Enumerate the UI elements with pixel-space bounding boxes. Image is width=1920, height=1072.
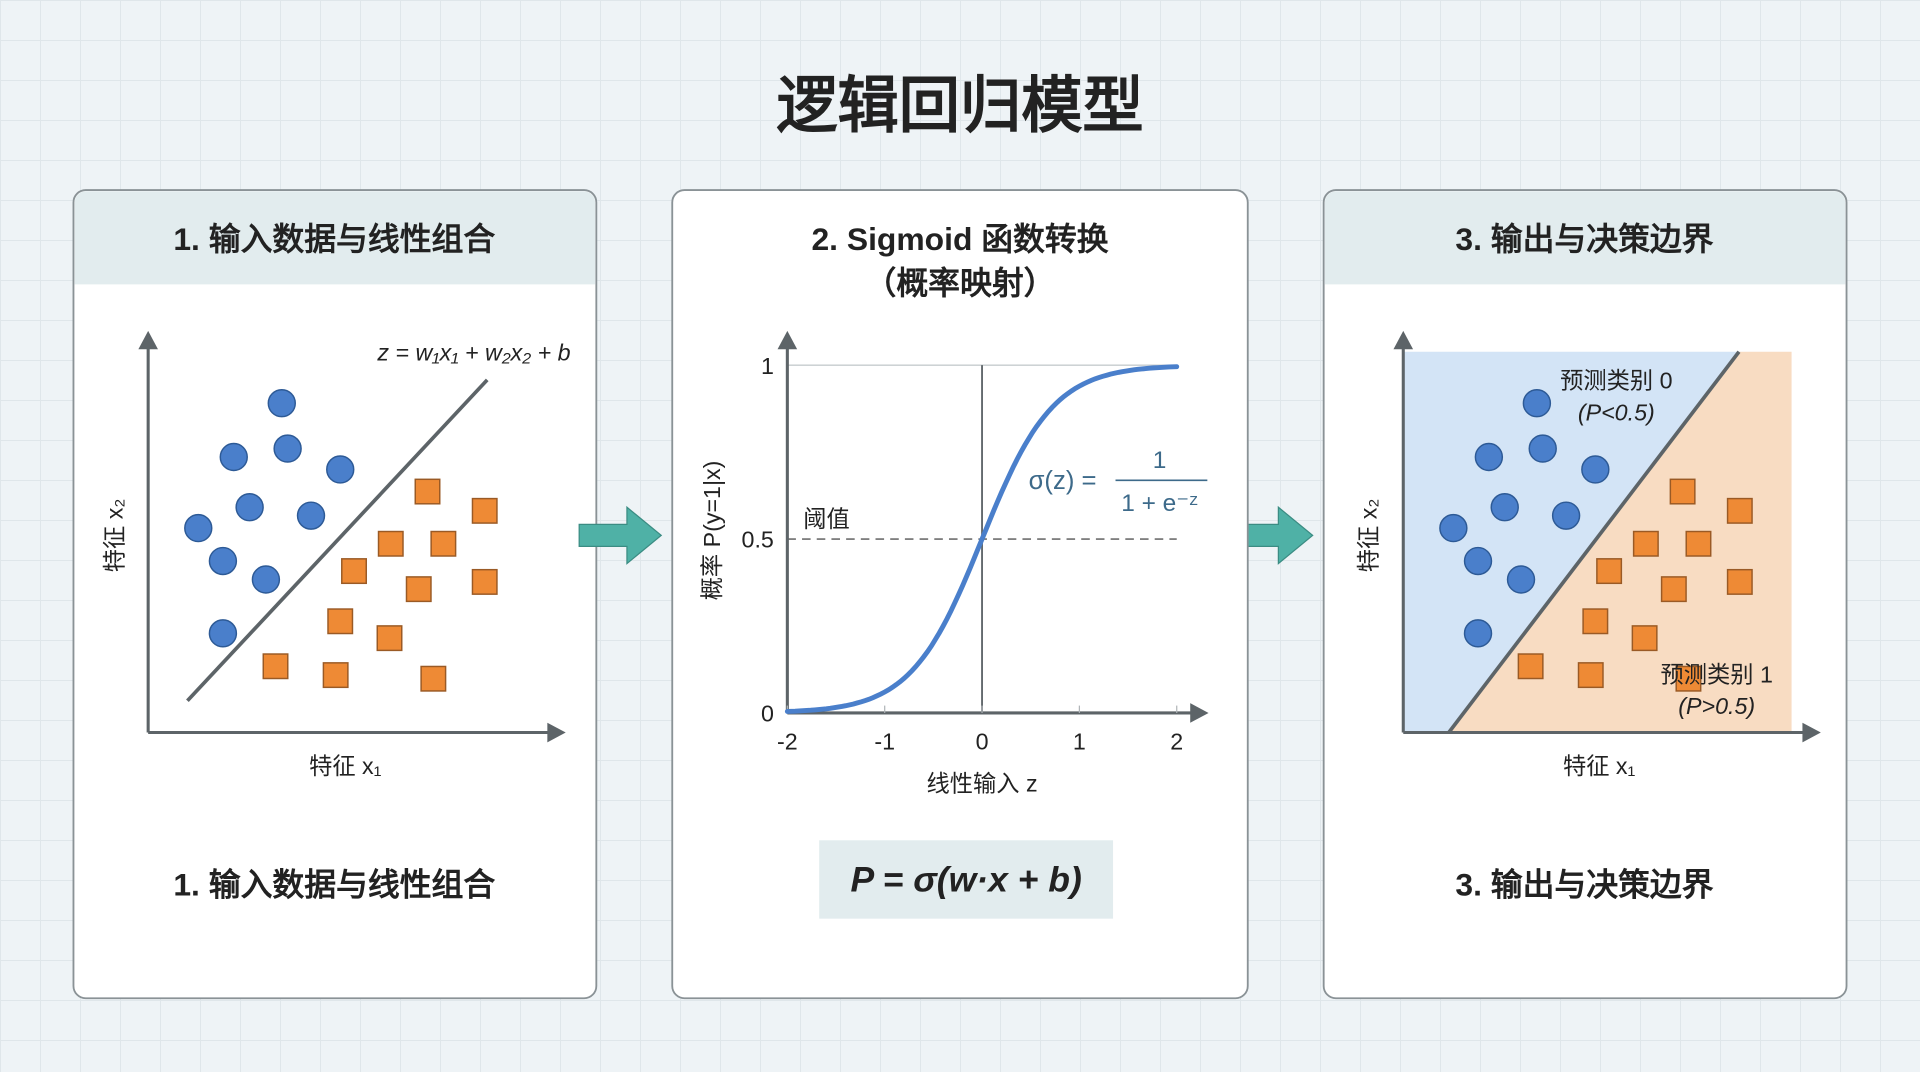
class0-point — [208, 619, 238, 648]
class1-point — [1631, 625, 1658, 652]
y-axis-label: 概率 P(y=1|x) — [699, 461, 725, 601]
threshold-label: 阈值 — [803, 506, 850, 532]
class1-condition: (P>0.5) — [1678, 693, 1755, 719]
x-tick-label: 2 — [1170, 729, 1183, 755]
y-axis-arrow-icon — [777, 330, 798, 350]
x-tick-label: 1 — [1073, 729, 1086, 755]
class0-point — [1522, 388, 1552, 418]
sigma-formula-denominator: 1 + e⁻ᶻ — [1121, 490, 1198, 517]
sigmoid-curve — [784, 364, 1180, 714]
x-axis-label: 特征 x₁ — [309, 753, 382, 779]
class0-point — [184, 513, 213, 543]
linear-equation: z = w₁x₁ + w₂x₂ + b — [376, 339, 570, 365]
panel-header: 3. 输出与决策边界 — [1455, 221, 1713, 257]
class0-point — [219, 442, 248, 472]
y-axis-arrow-icon — [1393, 330, 1414, 350]
class1-point — [414, 478, 441, 505]
x-axis-label: 线性输入 z — [926, 770, 1037, 796]
sigmoid-chart: -2 -1 0 1 2 0 0.5 1 — [742, 330, 1209, 755]
x-tick-label: -1 — [874, 729, 895, 755]
panel-caption: 3. 输出与决策边界 — [1455, 866, 1713, 902]
class1-point — [1577, 662, 1604, 689]
y-tick-label: 1 — [761, 353, 774, 379]
class0-point — [1551, 501, 1581, 530]
page-title: 逻辑回归模型 — [776, 71, 1143, 139]
class1-point — [471, 497, 498, 524]
class0-point — [1439, 513, 1468, 543]
panel-header-bg — [1324, 191, 1846, 285]
class0-point — [1463, 546, 1493, 576]
class0-point — [1490, 493, 1519, 522]
class0-point — [326, 455, 355, 484]
class1-point — [1596, 558, 1623, 585]
panel-caption: 1. 输入数据与线性组合 — [173, 866, 495, 902]
class1-point — [376, 625, 403, 652]
x-axis-arrow-icon — [1802, 722, 1821, 743]
panel-header-bg — [74, 191, 596, 285]
class1-point — [1685, 530, 1712, 557]
sigma-formula-numerator: 1 — [1153, 447, 1167, 474]
formula-box — [819, 840, 1114, 919]
class1-point — [262, 653, 289, 680]
class1-point — [430, 530, 457, 557]
logistic-formula: P = σ(w·x + b) — [850, 860, 1081, 900]
x-axis-label: 特征 x₁ — [1563, 753, 1636, 779]
class1-label: 预测类别 1 — [1661, 661, 1773, 687]
class0-label: 预测类别 0 — [1560, 367, 1672, 393]
class1-point — [1726, 497, 1753, 524]
class1-point — [1675, 665, 1702, 692]
scatter-plot-input — [138, 330, 566, 743]
class0-point — [296, 501, 326, 530]
x-tick-label: -2 — [777, 729, 798, 755]
class1-region — [1448, 351, 1792, 733]
flow-arrow-icon — [578, 505, 663, 565]
class0-point — [273, 434, 302, 463]
y-tick-label: 0 — [761, 701, 774, 727]
class1-point — [322, 662, 349, 689]
class1-point — [1517, 653, 1544, 680]
panel-subheader: （概率映射） — [865, 265, 1056, 301]
class1-point — [420, 665, 447, 692]
class1-point — [1669, 478, 1696, 505]
class0-point — [208, 546, 238, 576]
class0-point — [1506, 565, 1536, 594]
class0-point — [267, 388, 296, 418]
class0-point — [1581, 455, 1610, 484]
class0-condition: (P<0.5) — [1578, 399, 1655, 425]
decision-boundary-line — [1447, 350, 1741, 734]
class1-point — [341, 558, 367, 585]
class0-point — [235, 493, 264, 522]
class1-point — [471, 568, 498, 595]
x-axis-arrow-icon — [547, 722, 566, 743]
class0-point — [1474, 442, 1504, 472]
y-axis-arrow-icon — [138, 330, 158, 350]
class0-point — [1463, 619, 1493, 648]
class1-point — [1582, 608, 1609, 635]
y-tick-label: 0.5 — [742, 527, 774, 553]
y-axis-label: 特征 x₂ — [101, 499, 127, 573]
decision-line — [186, 378, 489, 703]
class1-point — [1726, 568, 1753, 595]
y-axis-label: 特征 x₂ — [1355, 499, 1381, 573]
class1-point — [327, 608, 354, 635]
panel-decision-boundary: 3. 输出与决策边界 预测类别 0 (P<0.5) 预测类别 1 (P>0.5)… — [1322, 189, 1848, 1000]
class1-point — [377, 530, 404, 557]
panel-header: 2. Sigmoid 函数转换 — [811, 221, 1108, 257]
class1-point — [1632, 530, 1659, 557]
panel-sigmoid: 2. Sigmoid 函数转换 （概率映射） -2 -1 0 1 2 0 0.5 1 阈值 σ… — [671, 189, 1249, 1000]
sigma-formula-lhs: σ(z) = — [1029, 467, 1097, 495]
class0-point — [1528, 434, 1557, 463]
panel-header: 1. 输入数据与线性组合 — [173, 221, 495, 257]
x-tick-label: 0 — [976, 729, 989, 755]
panel-input-data: 1. 输入数据与线性组合 z = w₁x₁ + w₂x₂ + b 特征 x₁ 特… — [72, 189, 598, 1000]
x-axis-arrow-icon — [1190, 703, 1209, 723]
class0-point — [251, 565, 281, 594]
decision-boundary-plot — [1393, 330, 1821, 743]
class1-point — [405, 576, 432, 603]
class1-point — [1660, 576, 1687, 603]
